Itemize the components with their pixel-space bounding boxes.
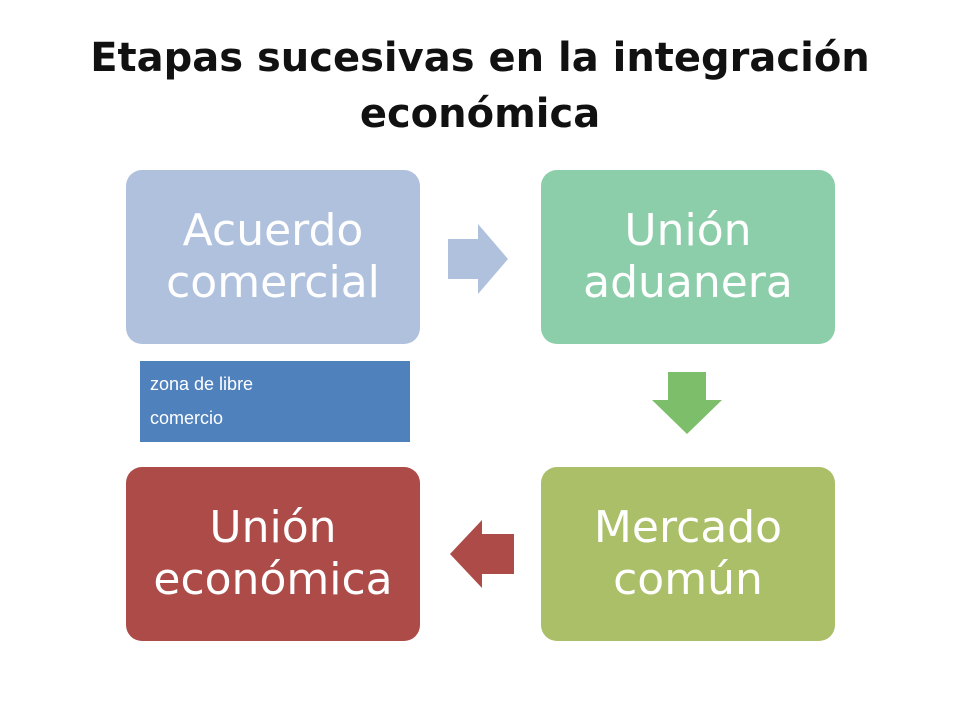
annotation-line: comercio (150, 408, 224, 428)
stage-mercado-comun: Mercado común (541, 467, 835, 641)
annotation-line: zona de libre (150, 374, 254, 394)
page-title: Etapas sucesivas en la integración econó… (90, 35, 870, 137)
stage-union-economica: Unión económica (126, 467, 420, 641)
stage-label: Acuerdo comercial (166, 205, 380, 308)
stage-label: Unión aduanera (583, 205, 793, 308)
stage-label: Mercado común (593, 502, 783, 605)
arrow-left-icon (450, 520, 514, 588)
stage-union-aduanera: Unión aduanera (541, 170, 835, 344)
stage-label: Unión económica (153, 502, 393, 605)
arrow-down-icon (652, 372, 722, 434)
stage-acuerdo-comercial: Acuerdo comercial (126, 170, 420, 344)
annotation-zona-libre-comercio: zona de libre comercio (140, 361, 410, 442)
arrow-right-icon (448, 224, 508, 294)
